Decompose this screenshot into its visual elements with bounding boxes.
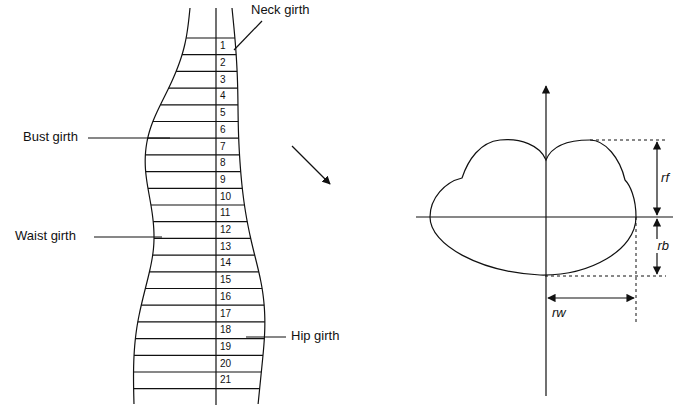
leader-line <box>88 137 170 138</box>
vertical-axis <box>545 86 546 396</box>
girth-line <box>146 171 241 172</box>
radius-label: rb <box>656 239 670 253</box>
cross-section-outline <box>430 140 636 275</box>
section-number: 6 <box>220 124 226 135</box>
dimension-arrow <box>548 297 634 298</box>
section-number: 14 <box>220 257 231 268</box>
body-front-contour <box>134 8 190 404</box>
girth-line <box>186 37 235 38</box>
girth-line <box>153 255 255 256</box>
leader-line <box>94 236 162 237</box>
section-number: 15 <box>220 274 231 285</box>
section-number: 4 <box>220 90 226 101</box>
girth-bands <box>134 38 265 389</box>
dashed-guide <box>636 217 637 322</box>
section-number: 10 <box>220 191 231 202</box>
section-number: 7 <box>220 141 226 152</box>
girth-line <box>153 121 238 122</box>
section-number: 12 <box>220 224 231 235</box>
girth-line <box>169 87 238 88</box>
girth-line <box>134 388 260 389</box>
leader-line <box>246 336 286 337</box>
body-centre-line <box>215 8 216 405</box>
girth-line <box>149 271 258 272</box>
section-number: 11 <box>220 207 230 218</box>
girth-label: Bust girth <box>22 130 79 144</box>
section-number: 17 <box>220 308 231 319</box>
section-number: 20 <box>220 358 231 369</box>
girth-line <box>145 154 239 155</box>
girth-line <box>134 355 263 356</box>
dimension-arrow <box>656 142 657 215</box>
girth-line <box>138 321 265 322</box>
section-number: 16 <box>220 291 231 302</box>
girth-label: Neck girth <box>250 3 311 17</box>
girth-line <box>182 54 236 55</box>
dashed-guide <box>590 140 666 141</box>
dashed-guide <box>545 276 666 277</box>
girth-line <box>141 305 264 306</box>
girth-line <box>153 221 247 222</box>
horizontal-axis <box>416 216 673 217</box>
section-number: 21 <box>220 374 231 385</box>
girth-line <box>148 188 242 189</box>
section-number: 8 <box>220 157 226 168</box>
girth-line <box>135 338 264 339</box>
girth-line <box>160 104 238 105</box>
section-number: 13 <box>220 241 231 252</box>
section-number: 9 <box>220 174 226 185</box>
girth-label: Waist girth <box>14 229 77 243</box>
body-back-contour <box>232 8 265 404</box>
section-number: 2 <box>220 57 226 68</box>
girth-line <box>176 71 237 72</box>
section-number: 1 <box>220 40 226 51</box>
section-number: 5 <box>220 107 226 118</box>
girth-line <box>154 238 251 239</box>
girth-line <box>145 288 262 289</box>
section-number: 18 <box>220 324 231 335</box>
girth-label: Hip girth <box>290 329 340 343</box>
pointer-arrow <box>292 146 330 184</box>
leader-line <box>234 21 262 50</box>
section-number: 19 <box>220 341 231 352</box>
radius-label: rw <box>551 306 567 320</box>
section-number: 3 <box>220 74 226 85</box>
radius-label: rf <box>660 171 670 185</box>
girth-line <box>151 204 245 205</box>
girth-line <box>134 371 262 372</box>
